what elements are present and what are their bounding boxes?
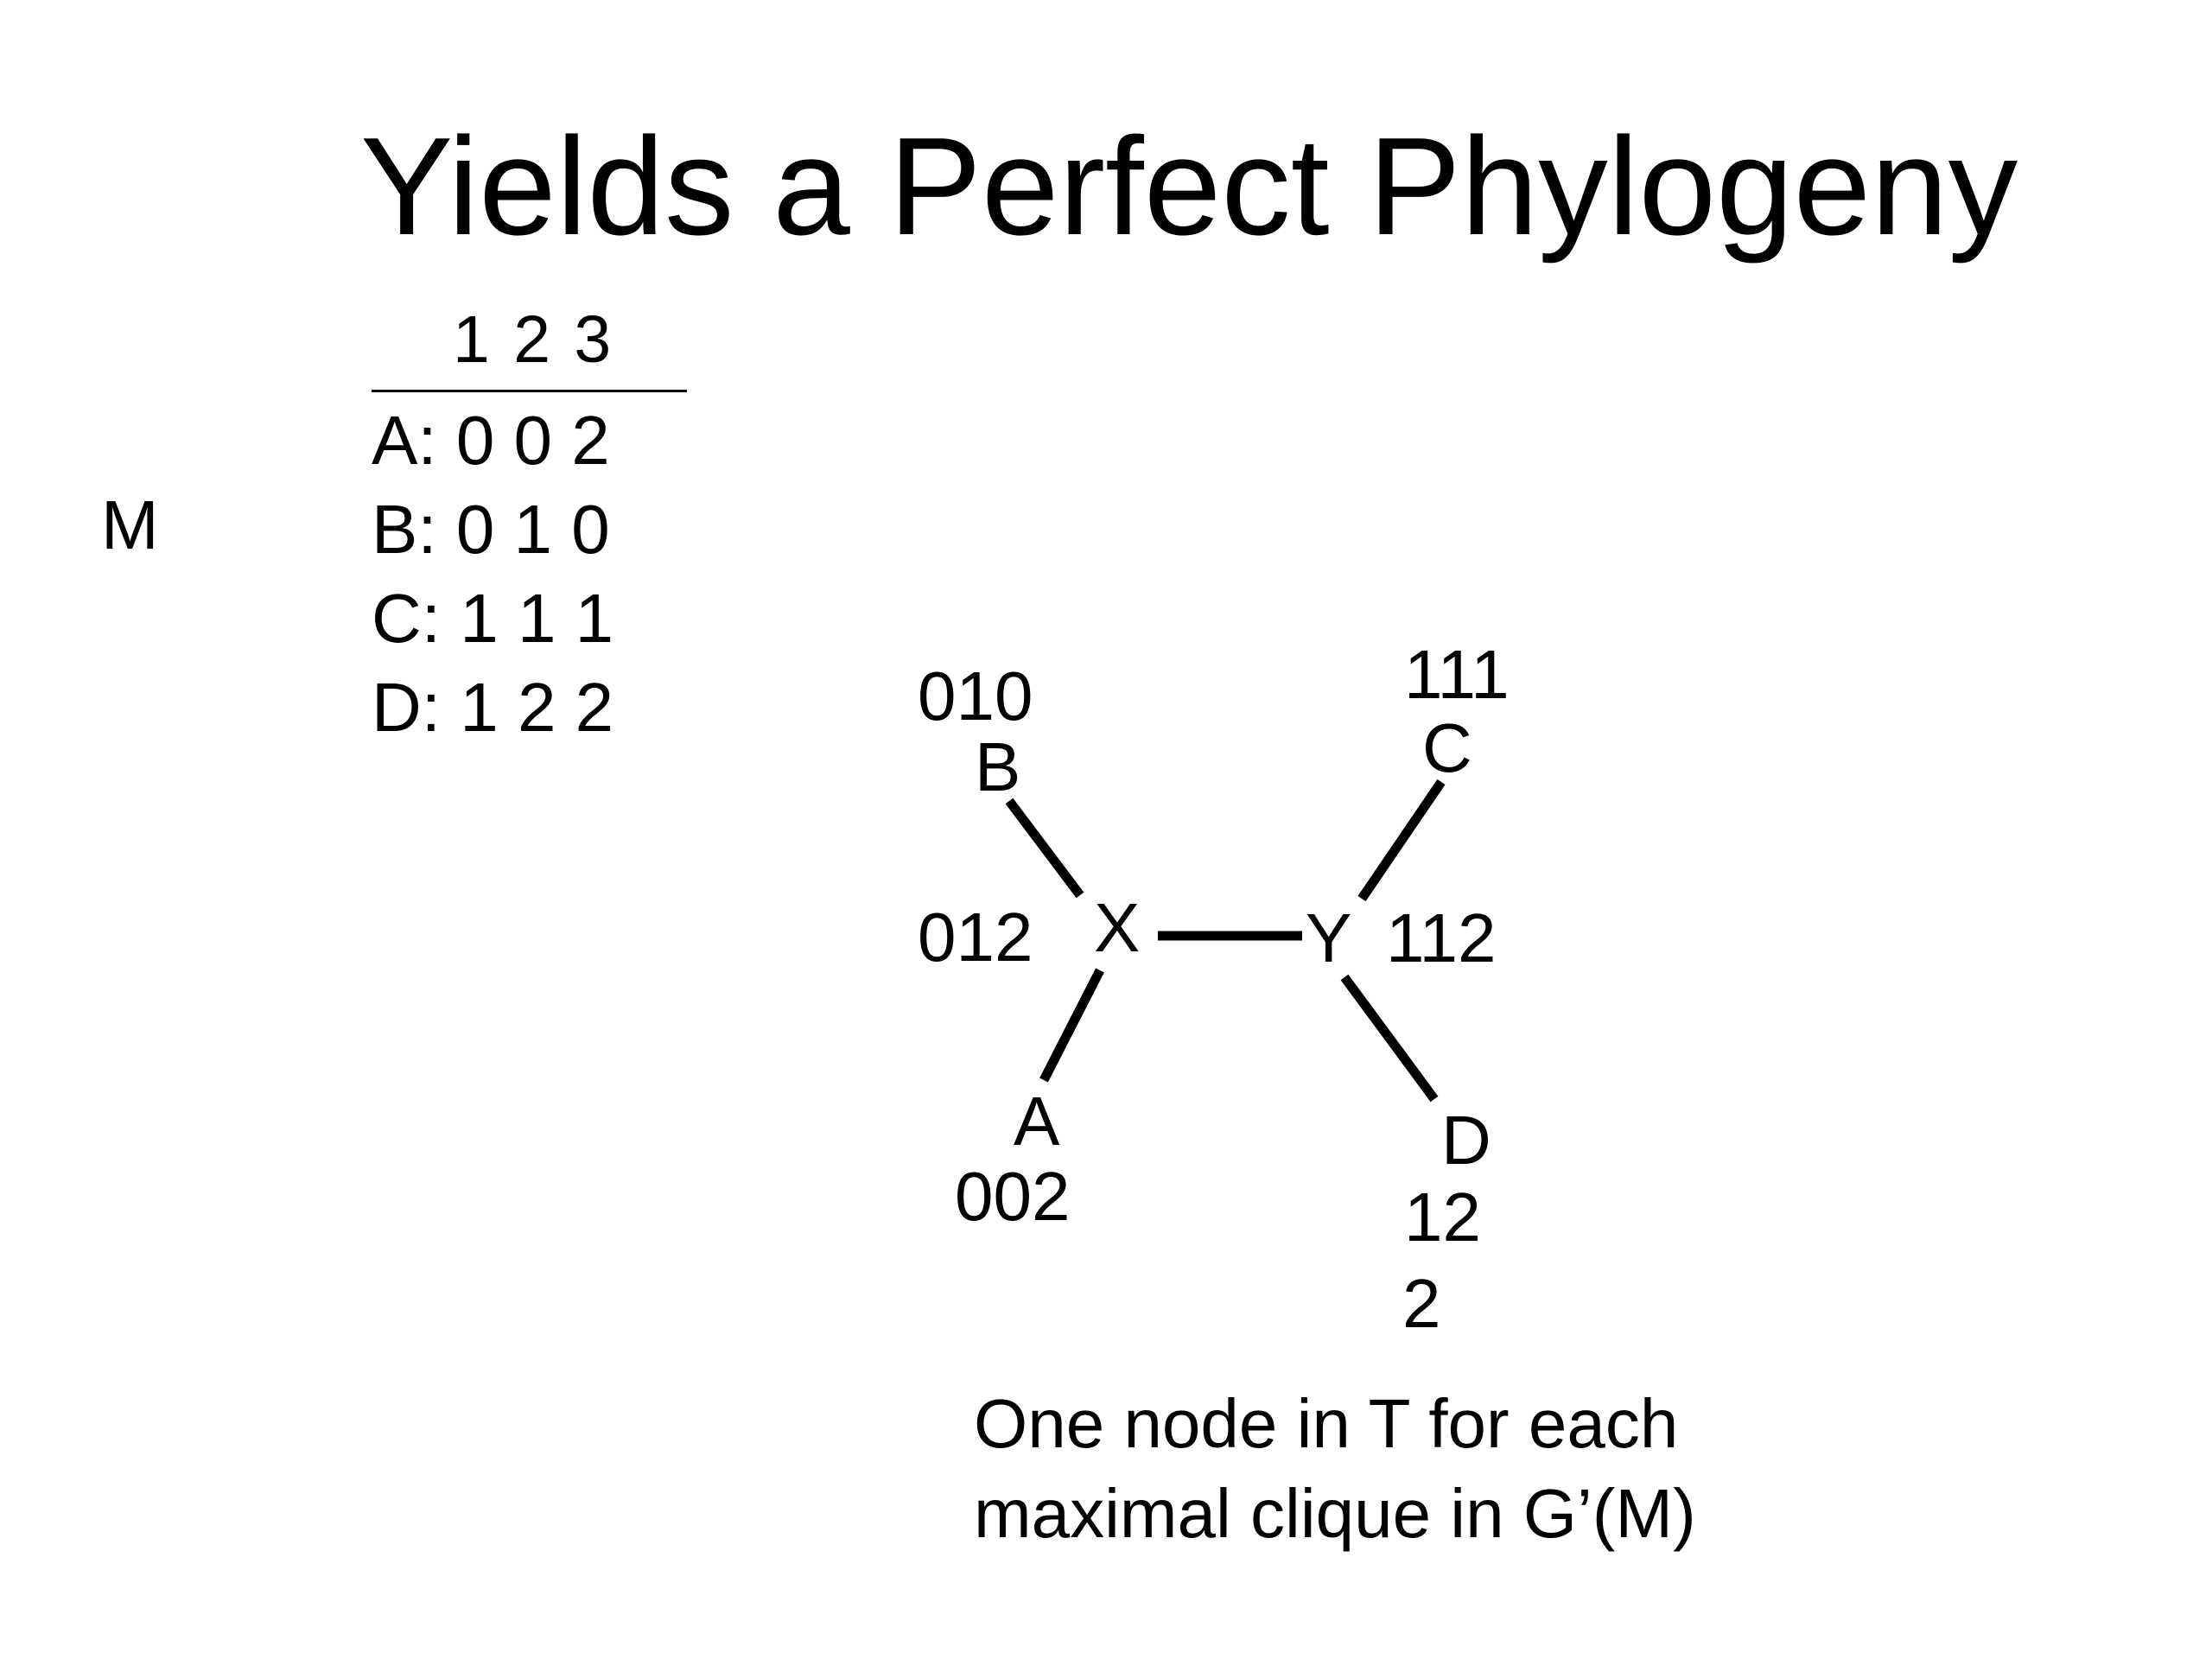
node-x-vector: 012	[918, 899, 1033, 976]
node-d-label: D	[1441, 1102, 1491, 1179]
node-d-vector-line2: 2	[1402, 1265, 1441, 1342]
matrix-row-c: C: 1 1 1	[372, 580, 614, 657]
caption-line-1: One node in T for each	[974, 1385, 1679, 1462]
caption-line-2: maximal clique in G’(M)	[974, 1475, 1696, 1552]
node-y-vector: 112	[1386, 899, 1497, 976]
edge-y-d	[1340, 974, 1439, 1103]
node-d-vector-line1: 12	[1404, 1179, 1481, 1255]
node-c-vector: 111	[1404, 636, 1510, 713]
matrix-column-header: 1 2 3	[453, 302, 612, 377]
matrix-row-b: B: 0 1 0	[372, 491, 610, 568]
caption: One node in T for each maximal clique in…	[974, 1379, 1696, 1559]
node-c-label: C	[1422, 709, 1472, 786]
matrix-header-rule	[372, 390, 687, 392]
matrix-label: M	[101, 486, 159, 563]
node-b-label: B	[975, 728, 1020, 805]
matrix-row-d: D: 1 2 2	[372, 669, 614, 746]
node-y-label: Y	[1306, 899, 1351, 976]
node-x-label: X	[1094, 889, 1140, 966]
node-a-label: A	[1014, 1083, 1060, 1160]
matrix-row-a: A: 0 0 2	[372, 402, 610, 479]
edge-x-b	[1005, 798, 1084, 899]
node-a-vector: 002	[955, 1158, 1070, 1235]
slide-title: Yields a Perfect Phylogeny	[360, 109, 2018, 264]
node-b-vector: 010	[918, 658, 1033, 734]
edge-x-a	[1039, 968, 1104, 1083]
edge-y-c	[1357, 779, 1446, 902]
